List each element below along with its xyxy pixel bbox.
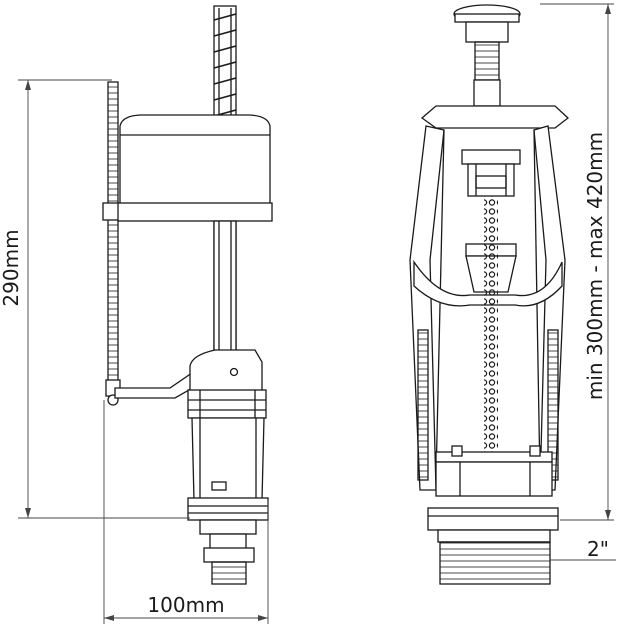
dimension-arrows — [25, 4, 611, 621]
float-body — [117, 114, 273, 222]
height-label-right: min 300mm - max 420mm — [583, 132, 607, 400]
button-column — [473, 79, 501, 107]
guide-rod-lower — [213, 220, 237, 360]
right-rail — [547, 329, 559, 481]
valve-shank — [199, 519, 257, 585]
left-rail — [417, 329, 429, 481]
lower-frame — [435, 445, 553, 497]
base-seal — [427, 507, 559, 543]
height-label-left: 290mm — [0, 229, 23, 306]
fill-valve-drawing — [102, 5, 273, 585]
button-thread — [474, 41, 500, 81]
bead-chain — [484, 196, 498, 492]
outlet-thread — [439, 541, 551, 585]
width-label-bottom: 100mm — [147, 593, 224, 617]
thread-size-label: 2" — [587, 537, 609, 561]
valve-body — [187, 417, 269, 521]
flush-valve-drawing — [409, 4, 570, 585]
push-button — [453, 4, 521, 43]
release-mechanism — [461, 149, 521, 197]
dimension-lines — [18, 3, 616, 624]
valve-head — [187, 349, 267, 419]
